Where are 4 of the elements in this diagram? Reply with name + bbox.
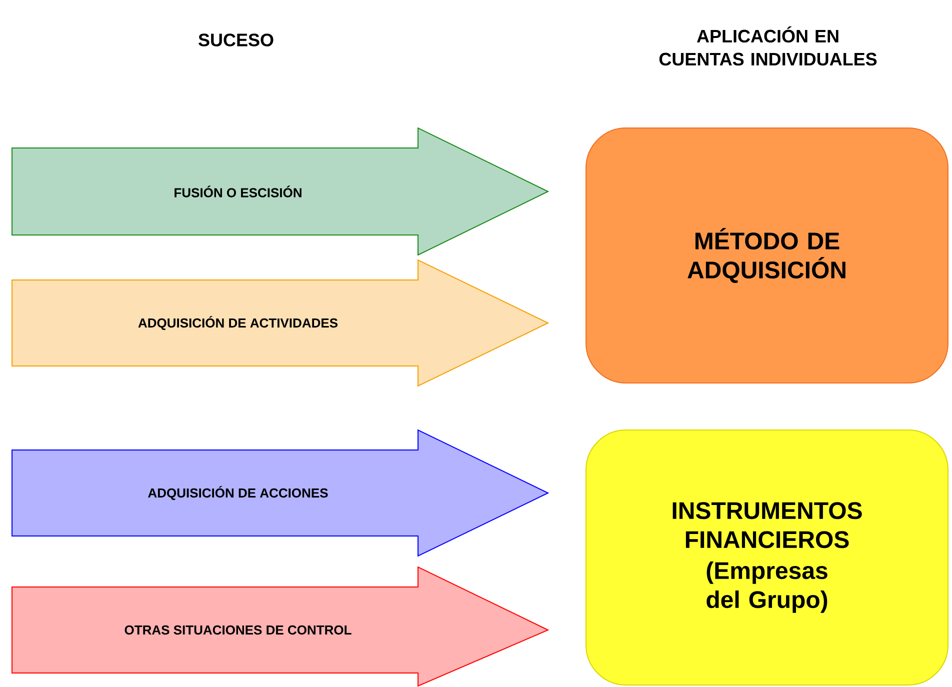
rounded-box: MÉTODO DE ADQUISICIÓN [586, 128, 948, 384]
column-heading: SUCESO [198, 34, 274, 46]
rounded-box: INSTRUMENTOS FINANCIEROS (Empresas del Grupo) [586, 430, 948, 686]
column-heading: APLICACIÓN EN CUENTAS INDIVIDUALES [659, 26, 877, 66]
